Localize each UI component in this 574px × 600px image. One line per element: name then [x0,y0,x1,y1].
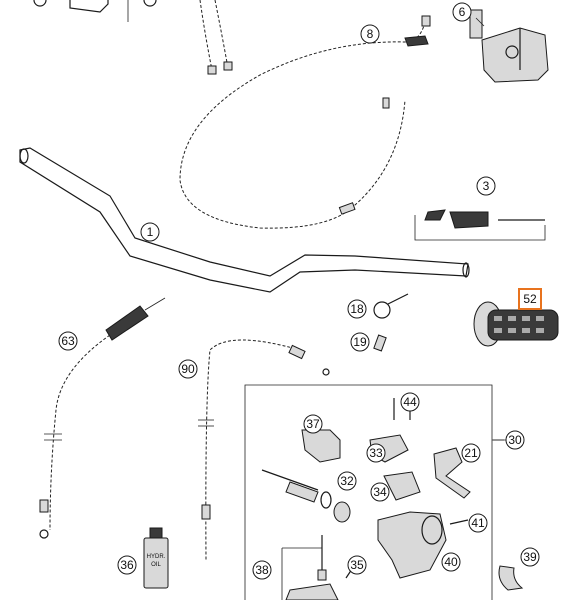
callout-1: 1 [140,222,160,242]
svg-text:21: 21 [464,446,478,460]
svg-text:8: 8 [367,27,374,41]
svg-text:30: 30 [508,433,522,447]
leader-lines [475,17,504,441]
callout-39: 39 [520,547,540,567]
throttle-cables [199,0,233,75]
clutch-cable-loop [179,15,431,229]
hydraulic-oil-bottle: HYDR. OIL [143,527,169,589]
callout-40: 40 [441,552,461,572]
callout-21: 21 [461,443,481,463]
callout-32: 32 [337,471,357,491]
svg-text:90: 90 [181,362,195,376]
hot-start-cable [39,297,166,539]
callout-30: 30 [505,430,525,450]
top-left-partial-part [33,0,157,22]
svg-text:1: 1 [147,225,154,239]
callout-38: 38 [252,560,272,580]
callout-33: 33 [366,443,386,463]
callout-18: 18 [347,299,367,319]
svg-text:39: 39 [523,550,537,564]
callout-36: 36 [117,555,137,575]
callout-8: 8 [360,24,380,44]
svg-text:41: 41 [471,516,485,530]
svg-text:19: 19 [353,335,367,349]
svg-text:63: 63 [61,334,75,348]
handlebar-grip [473,301,559,347]
svg-text:38: 38 [255,563,269,577]
svg-text:44: 44 [403,395,417,409]
clamp-bracket [498,565,524,591]
throttle-tube-assembly [414,209,546,241]
bottle-label-line1: HYDR. [147,554,166,560]
bottle-label-line2: OIL [151,562,161,568]
switch-housing [469,9,549,83]
svg-text:33: 33 [369,446,383,460]
svg-text:6: 6 [459,5,466,19]
callout-41: 41 [468,513,488,533]
callout-34: 34 [370,482,390,502]
callout-35: 35 [347,555,367,575]
cable-tie-and-plug [373,293,409,352]
callout-44: 44 [400,392,420,412]
callout-19: 19 [350,332,370,352]
master-cylinder-parts [261,398,471,600]
callout-6: 6 [452,2,472,22]
svg-text:18: 18 [350,302,364,316]
svg-text:3: 3 [483,179,490,193]
callout-90: 90 [178,359,198,379]
callout-37: 37 [303,414,323,434]
callout-63: 63 [58,331,78,351]
svg-text:52: 52 [523,292,537,306]
clutch-cable [198,339,330,561]
svg-text:35: 35 [350,558,364,572]
svg-text:37: 37 [306,417,320,431]
callout-52-highlighted: 52 [518,288,542,310]
handlebar [19,147,470,293]
svg-text:32: 32 [340,474,354,488]
svg-text:40: 40 [444,555,458,569]
svg-text:36: 36 [120,558,134,572]
svg-text:34: 34 [373,485,387,499]
callout-3: 3 [476,176,496,196]
